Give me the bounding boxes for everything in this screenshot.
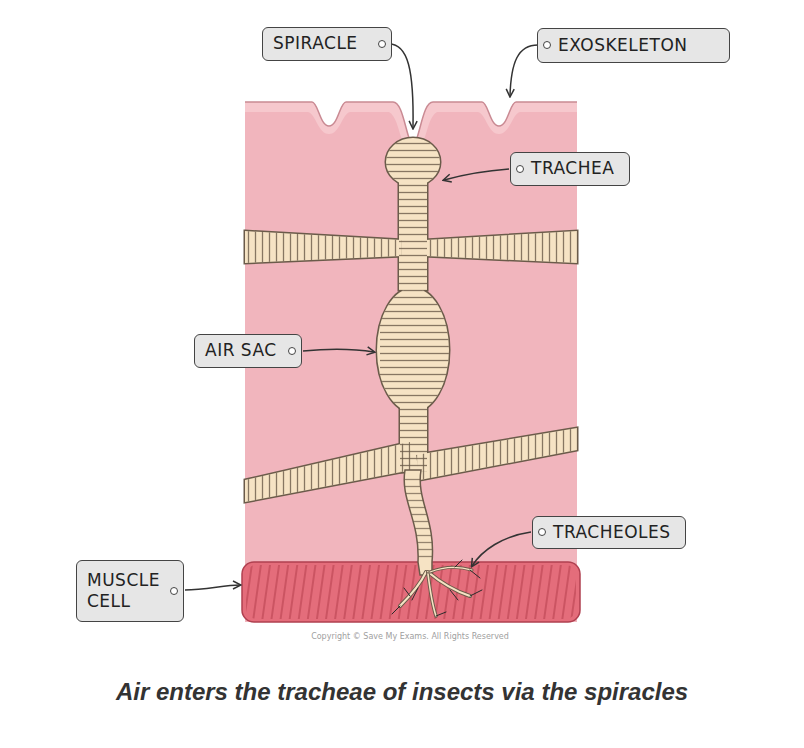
tag-label: TRACHEA [531, 158, 614, 179]
trachea-rings [380, 135, 450, 480]
tag-pin [538, 528, 546, 536]
label-tag: TRACHEA [510, 152, 630, 186]
tag-text-group: AIR SAC [205, 340, 277, 361]
tag-text-group: TRACHEA [531, 158, 614, 179]
label-tag: EXOSKELETON [537, 28, 730, 63]
tag-pin [516, 165, 524, 173]
tag-text-group: EXOSKELETON [558, 35, 688, 56]
tag-label: MUSCLE CELL [87, 570, 162, 613]
tag-text-group: MUSCLE CELL [87, 570, 162, 613]
tag-text-group: TRACHEOLES [553, 522, 671, 543]
figure-caption: Air enters the tracheae of insects via t… [0, 678, 804, 706]
tag-pin [543, 41, 551, 49]
label-tag: TRACHEOLES [532, 516, 686, 549]
tag-pin [378, 40, 386, 48]
tag-label: EXOSKELETON [558, 35, 688, 56]
label-tag: SPIRACLE [262, 27, 392, 61]
thin-tube-rings [395, 474, 440, 572]
tag-label: AIR SAC [205, 340, 277, 361]
exoskeleton-outline [245, 102, 577, 138]
muscle-striations [246, 565, 576, 619]
tag-pin [170, 587, 178, 595]
tracheoles [392, 560, 482, 616]
tag-pin [288, 347, 296, 355]
tag-text-group: SPIRACLE [273, 33, 358, 54]
tag-label: TRACHEOLES [553, 522, 671, 543]
tag-label: SPIRACLE [273, 33, 358, 54]
leader-arrows [185, 44, 538, 590]
label-tag: MUSCLE CELL [76, 560, 184, 622]
muscle-cell [242, 562, 580, 622]
label-tag: AIR SAC [194, 334, 302, 368]
exoskeleton-layer [245, 102, 577, 140]
copyright-watermark: Copyright © Save My Exams. All Rights Re… [0, 632, 804, 641]
